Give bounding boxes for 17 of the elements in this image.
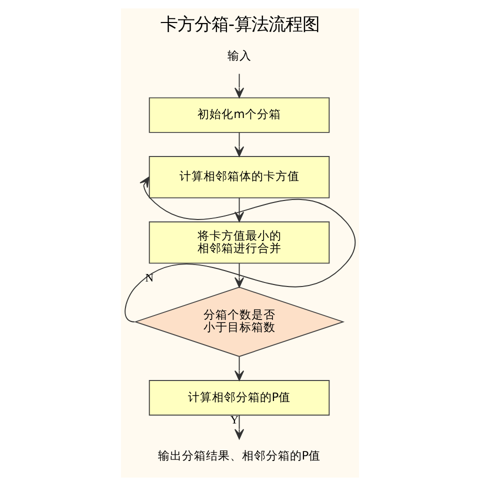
arrow [234,356,244,381]
arrow [234,73,244,98]
node-text: 输入 [227,48,252,62]
edge-label: Y [230,414,239,426]
node-text: 输出分箱结果、相邻分箱的P值 [158,448,321,462]
node-diamond: 分箱个数是否小于目标箱数 [134,286,345,357]
arrow [234,132,244,157]
node-box: 计算相邻箱体的卡方值 [148,156,330,198]
arrow [234,414,244,440]
arrow [234,197,244,222]
node-box: 计算相邻分箱的P值 [148,380,330,416]
node-box: 将卡方值最小的相邻箱进行合并 [148,221,330,264]
arrow [234,262,244,288]
node-box: 初始化m个分箱 [148,97,330,133]
arrow [124,176,356,322]
edge-label: N [145,272,154,284]
diagram-title: 卡方分箱-算法流程图 [160,14,320,35]
